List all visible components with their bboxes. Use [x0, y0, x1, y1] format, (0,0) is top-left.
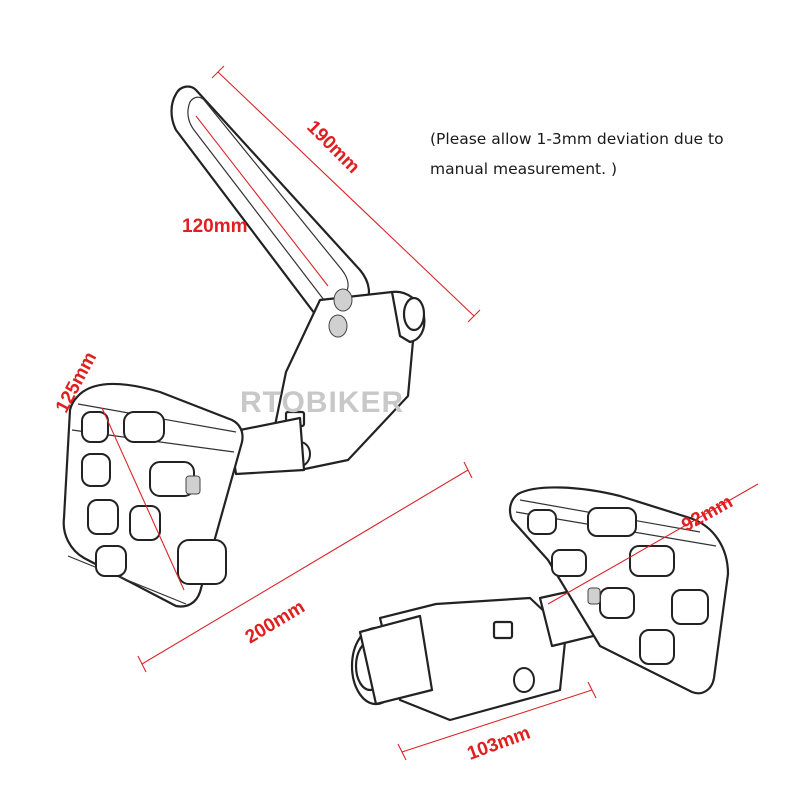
left-footpeg — [62, 85, 426, 608]
label-200mm: 200mm — [242, 597, 309, 649]
note-line-2: manual measurement. ) — [430, 160, 618, 178]
label-103mm: 103mm — [465, 723, 534, 765]
label-120mm: 120mm — [182, 216, 248, 237]
label-190mm: 190mm — [302, 117, 363, 178]
left-platform-holes — [81, 411, 227, 585]
right-platform-holes — [527, 507, 709, 665]
measurement-note: (Please allow 1-3mm deviation due to man… — [430, 124, 790, 184]
dimension-lines — [101, 65, 759, 761]
note-line-1: (Please allow 1-3mm deviation due to — [430, 130, 724, 148]
watermark: RTOBIKER — [240, 386, 404, 419]
right-footpeg — [350, 486, 730, 722]
